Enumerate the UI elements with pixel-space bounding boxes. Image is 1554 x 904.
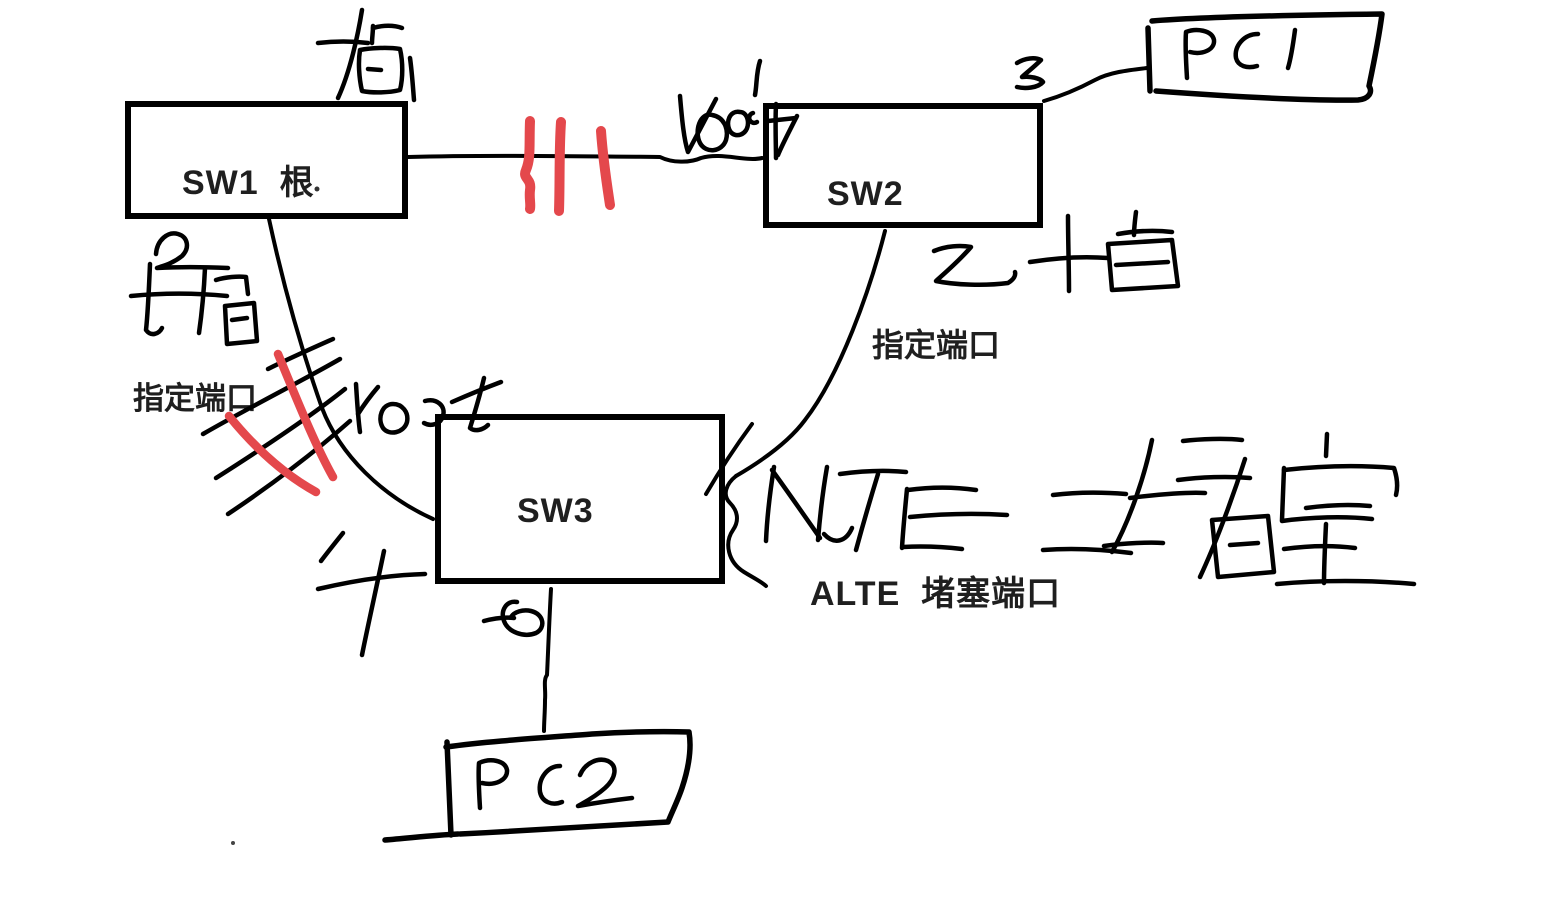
- switch-sw2-box: SW2: [763, 103, 1043, 228]
- handwritten-blocked-label: [1040, 431, 1417, 587]
- pc2-node: [382, 728, 693, 843]
- switch-sw2-label: SW2: [827, 175, 904, 213]
- handwritten-root-label-sw2: [677, 58, 800, 161]
- link-sw1-sw2: [406, 153, 764, 164]
- handwritten-port3-label: [1014, 56, 1046, 91]
- red-tick-marks-sw1-sw2: [520, 116, 615, 216]
- link-sw3-pc2: [542, 587, 553, 733]
- handwritten-pc1-label: [1183, 27, 1298, 81]
- handwritten-port2-label-right: [931, 243, 1018, 287]
- stray-ink-dot: [231, 841, 235, 845]
- designated-port-label-right: 指定端口: [872, 327, 1001, 363]
- handwritten-pc2-label: [476, 757, 635, 811]
- pc1-box-outline: [1145, 11, 1385, 103]
- handwritten-port2-label-left: [153, 231, 231, 271]
- handwritten-port6-label: [481, 599, 545, 638]
- designated-port-label-left: 指定端口: [133, 381, 257, 416]
- handwritten-alte-label: [763, 464, 1010, 553]
- pc1-node: [1145, 11, 1385, 103]
- pc2-box-outline: [382, 728, 693, 843]
- link-sw2-sw3: [704, 229, 887, 588]
- handwritten-root-label-sw1-sw3: [353, 375, 504, 435]
- red-marks-sw1-sw3: [224, 349, 338, 497]
- switch-sw1-box: SW1 根: [125, 101, 408, 219]
- hash-marks-sw1-sw3: [200, 336, 353, 517]
- switch-sw3-box: SW3: [435, 414, 725, 584]
- handwritten-designated-label-right: [1027, 209, 1181, 294]
- ink-dot-after-root-label: [314, 186, 320, 192]
- handwritten-designated-label-left: [128, 261, 260, 347]
- switch-sw3-label: SW3: [517, 492, 594, 530]
- link-sw2-pc1: [1042, 66, 1149, 103]
- blocked-port-label: ALTE 堵塞端口: [810, 575, 1062, 613]
- switch-sw1-label: SW1 根: [182, 164, 315, 202]
- handwritten-designated-label-above-sw1: [315, 7, 417, 103]
- handwritten-port4-label: [315, 530, 428, 658]
